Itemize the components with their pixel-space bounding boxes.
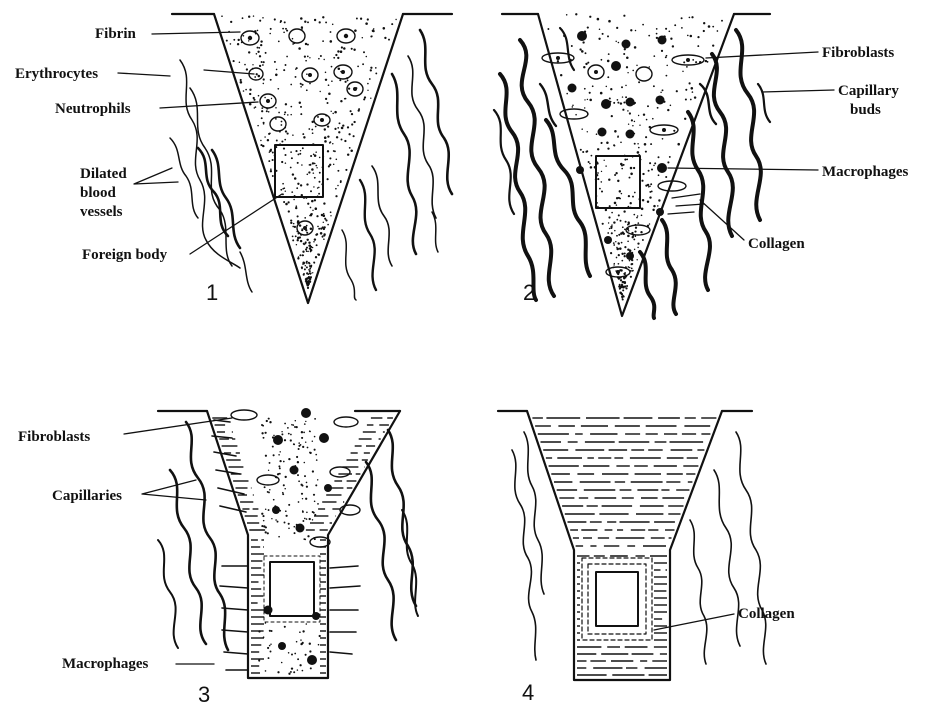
foreign-body — [596, 572, 638, 626]
fibrin-stipple — [221, 15, 397, 289]
collagen-fibers — [212, 418, 393, 673]
label-macrophages: Macrophages — [822, 164, 909, 180]
panel-number-3: 3 — [198, 682, 210, 707]
label-capillary: Capillary — [838, 83, 899, 99]
label-buds: buds — [850, 102, 881, 118]
collagen-fibers — [532, 418, 716, 675]
foreign-body — [270, 562, 314, 616]
label-erythrocytes: Erythrocytes — [15, 66, 98, 82]
capillaries-left — [158, 420, 248, 670]
leader-lines — [124, 418, 232, 664]
capillary-buds-right — [640, 30, 770, 318]
wound-outline — [527, 411, 722, 680]
collagen-capsule — [582, 558, 652, 640]
label-collagen: Collagen — [738, 606, 795, 622]
label-collagen: Collagen — [748, 236, 805, 252]
label-macrophages: Macrophages — [62, 656, 149, 672]
fibroblast-cells — [231, 410, 360, 547]
panel-1: Fibrin Erythrocytes Neutrophils Dilated … — [15, 14, 452, 305]
label-fibroblasts: Fibroblasts — [822, 45, 894, 61]
collagen-capsule — [264, 556, 320, 622]
capillary-buds-left — [494, 28, 590, 300]
label-capillaries: Capillaries — [52, 488, 122, 504]
label-neutrophils: Neutrophils — [55, 101, 131, 117]
label-foreign-body: Foreign body — [82, 247, 168, 263]
label-dilated: Dilated — [80, 166, 127, 182]
panel-number-2: 2 — [523, 280, 535, 305]
collagen-fibers — [668, 194, 704, 214]
leader-lines — [118, 32, 282, 254]
panel-number-1: 1 — [206, 280, 218, 305]
label-fibroblasts: Fibroblasts — [18, 429, 90, 445]
wound-outline — [207, 411, 400, 678]
label-blood: blood — [80, 185, 117, 201]
panel-3: Fibroblasts Capillaries Macrophages 3 — [18, 408, 418, 707]
leader-line — [654, 614, 734, 630]
label-vessels: vessels — [80, 204, 123, 220]
panel-4: Collagen 4 — [498, 411, 795, 705]
panel-2: Fibroblasts Capillary buds Macrophages C… — [494, 13, 909, 318]
label-fibrin: Fibrin — [95, 26, 136, 42]
fibrin-stipple — [258, 418, 321, 675]
capillaries-right — [330, 430, 418, 654]
panel-number-4: 4 — [522, 680, 534, 705]
blood-vessels-left — [512, 432, 544, 660]
neutrophil-cells — [241, 29, 363, 235]
blood-vessels-right — [342, 30, 452, 300]
foreign-body — [275, 145, 323, 197]
